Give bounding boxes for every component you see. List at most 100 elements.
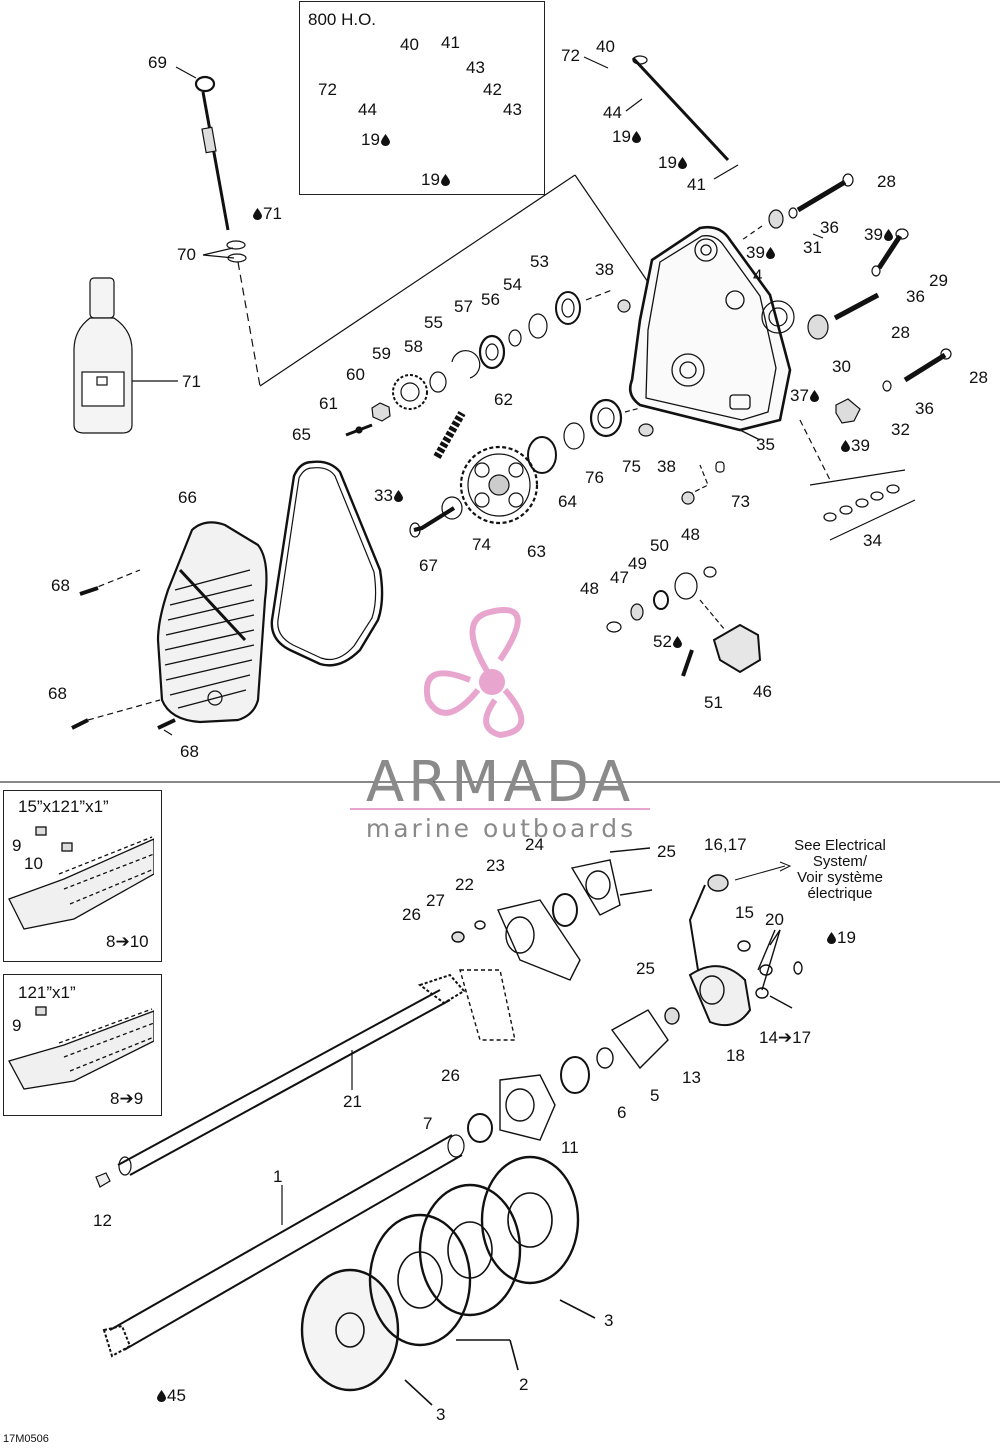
part-number: 69: [148, 53, 167, 72]
track-inset-2: 121”x1” 9 8➔9: [3, 974, 162, 1116]
part-number: 45: [167, 1386, 186, 1405]
part-callout: 3: [604, 1312, 613, 1330]
part-number: 36: [906, 287, 925, 306]
part-callout: 12: [93, 1212, 112, 1230]
part-callout: 5: [650, 1087, 659, 1105]
part-callout: 35: [756, 436, 775, 454]
track-inset-2-title: 121”x1”: [18, 983, 76, 1002]
part-callout: 1: [273, 1168, 282, 1186]
part-callout: 15: [735, 904, 754, 922]
part-callout: 27: [426, 892, 445, 910]
part-number: 15: [735, 903, 754, 922]
part-callout: 68: [180, 743, 199, 761]
part-callout: 23: [486, 857, 505, 875]
lubricant-drop-icon: [631, 131, 641, 143]
part-callout: 36: [820, 219, 839, 237]
drive-axle: [95, 973, 466, 1188]
chaincase-housing: [628, 225, 792, 441]
part-callout: 74: [472, 536, 491, 554]
part-callout: 39: [864, 226, 894, 244]
part-number: 36: [915, 399, 934, 418]
part-number: 32: [891, 420, 910, 439]
part-number: 76: [585, 468, 604, 487]
shim-set-34: [809, 469, 916, 541]
part-callout: 25: [636, 960, 655, 978]
part-number: 29: [929, 271, 948, 290]
part-number: 7: [423, 1114, 433, 1133]
part-number: 28: [969, 368, 988, 387]
part-number: 48: [580, 579, 599, 598]
part-callout: 46: [753, 683, 772, 701]
part-callout: 11: [561, 1139, 579, 1157]
track-axle: [102, 1134, 465, 1358]
part-number: 39: [746, 243, 765, 262]
part-number: 56: [481, 290, 500, 309]
track-inset-1-label: 9: [12, 836, 22, 855]
lubricant-drop-icon: [827, 932, 836, 944]
part-callout: 61: [319, 395, 338, 413]
part-callout: 43: [503, 101, 522, 119]
part-callout: 28: [891, 324, 910, 342]
part-number: 27: [426, 891, 445, 910]
part-number: 65: [292, 425, 311, 444]
part-number: 23: [486, 856, 505, 875]
part-number: 58: [404, 337, 423, 356]
part-number: 68: [180, 742, 199, 761]
part-number: 47: [610, 568, 629, 587]
part-callout: 76: [585, 469, 604, 487]
part-number: 50: [650, 536, 669, 555]
armada-logo-icon: [423, 607, 525, 739]
part-callout: 53: [530, 253, 549, 271]
part-callout: 26: [402, 906, 421, 924]
part-callout: 72: [318, 81, 337, 99]
part-callout: 62: [494, 391, 513, 409]
part-number: 68: [51, 576, 70, 595]
part-number: 67: [419, 556, 438, 575]
watermark-tagline: marine outboards: [365, 814, 637, 843]
part-number: 68: [48, 684, 67, 703]
lower-bearing-stack: [527, 398, 725, 505]
part-callout: 38: [595, 261, 614, 279]
part-callout: 48: [580, 580, 599, 598]
part-number: 35: [756, 435, 775, 454]
part-callout: 18: [726, 1047, 745, 1065]
drive-shaft-bearing-stack: [429, 289, 631, 393]
part-callout: 37: [790, 387, 820, 405]
part-callout: 14➔17: [759, 1029, 811, 1047]
part-number: 60: [346, 365, 365, 384]
part-number: 26: [441, 1066, 460, 1085]
part-number: 24: [525, 835, 544, 854]
part-callout: 56: [481, 291, 500, 309]
part-callout: 26: [441, 1067, 460, 1085]
part-number: 75: [622, 457, 641, 476]
part-callout: 69: [148, 54, 167, 72]
track-section-icon: [8, 1006, 154, 1090]
part-number: 14➔17: [759, 1028, 812, 1047]
part-number: 49: [628, 554, 647, 573]
lubricant-drop-icon: [440, 174, 450, 186]
part-number: 64: [558, 492, 577, 511]
part-number: 44: [603, 103, 622, 122]
lubricant-drop-icon: [883, 229, 893, 241]
part-number: 38: [657, 457, 676, 476]
part-number: 57: [454, 297, 473, 316]
lower-sprocket: [409, 445, 539, 538]
part-number: 12: [93, 1211, 112, 1230]
lubricant-drop-icon: [677, 157, 687, 169]
part-number: 5: [650, 1086, 660, 1105]
part-callout: 36: [915, 400, 934, 418]
lubricant-drop-icon: [393, 490, 403, 502]
part-callout: 33: [374, 487, 404, 505]
track-drive-sprockets: [300, 1155, 596, 1406]
part-number: 11: [561, 1138, 579, 1157]
part-callout: 19: [421, 171, 451, 189]
lubricant-drop-icon: [380, 134, 390, 146]
part-number: 41: [687, 175, 706, 194]
track-inset-1: 15”x121”x1” 9 10 8➔10: [3, 790, 162, 962]
inset-title: 800 H.O.: [308, 10, 377, 29]
track-inset-1-label: 8➔10: [106, 932, 149, 951]
part-callout: 7: [423, 1115, 432, 1133]
part-number: 62: [494, 390, 513, 409]
part-callout: 47: [610, 569, 629, 587]
part-callout: 20: [765, 911, 784, 929]
